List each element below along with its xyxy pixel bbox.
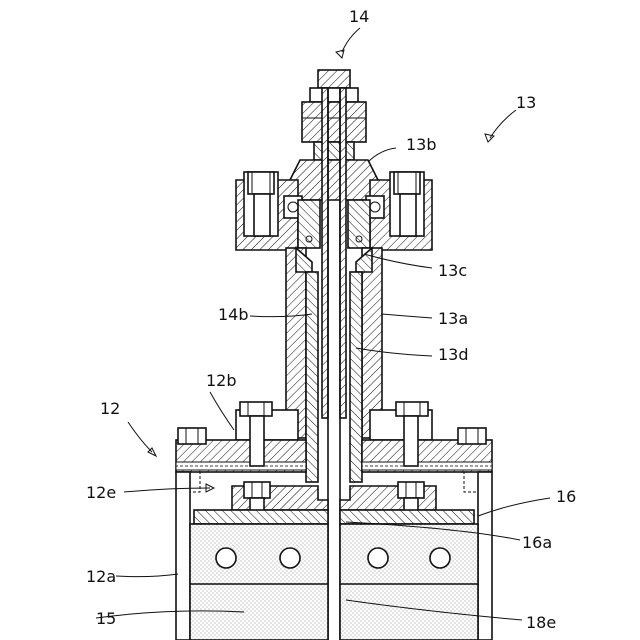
label-14: 14 (349, 7, 369, 26)
label-13b: 13b (406, 135, 437, 154)
tube-13d (306, 272, 362, 482)
label-18e: 18e (526, 613, 556, 632)
tube-13a (286, 236, 382, 438)
label-13c: 13c (438, 261, 467, 280)
block-16 (194, 482, 474, 524)
label-15: 15 (96, 609, 116, 628)
label-12: 12 (100, 399, 120, 418)
label-12b: 12b (206, 371, 237, 390)
fitting-14 (302, 70, 366, 160)
cells-15 (190, 524, 478, 640)
label-16a: 16a (522, 533, 552, 552)
label-14b: 14b (218, 305, 249, 324)
label-12a: 12a (86, 567, 116, 586)
label-13d: 13d (438, 345, 469, 364)
label-16: 16 (556, 487, 576, 506)
label-13: 13 (516, 93, 536, 112)
head-13 (236, 160, 432, 250)
label-12e: 12e (86, 483, 116, 502)
label-13a: 13a (438, 309, 468, 328)
